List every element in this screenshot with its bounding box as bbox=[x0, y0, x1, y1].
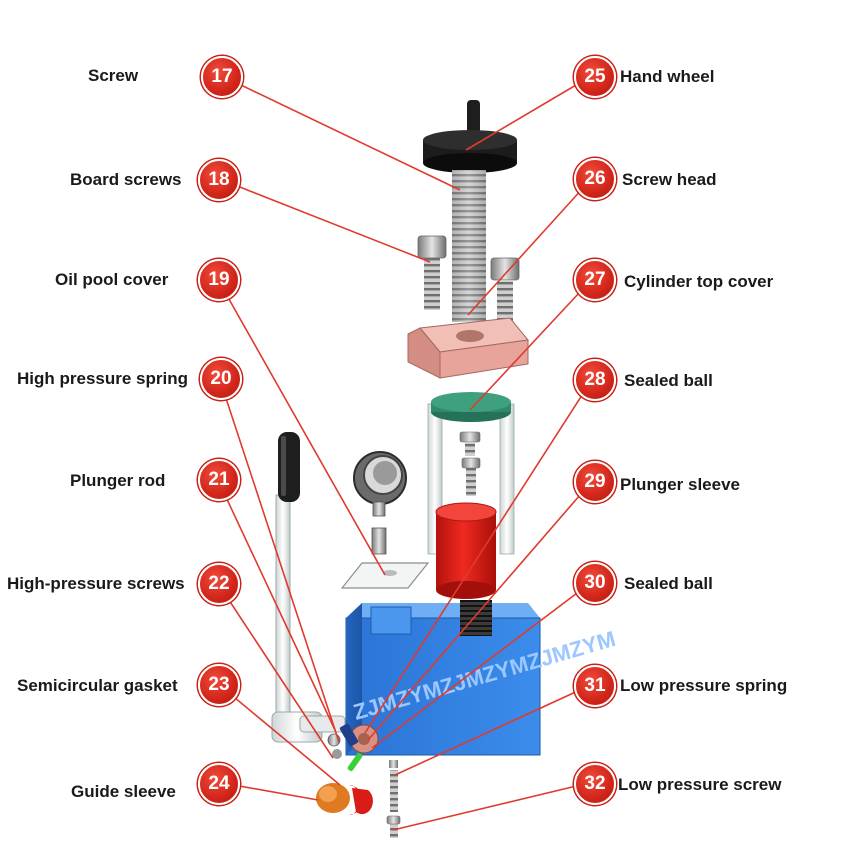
callout-label-sealed-ball-28: Sealed ball bbox=[624, 371, 713, 390]
callout-badge-22: 22 bbox=[198, 563, 240, 605]
leader-line-25 bbox=[465, 74, 594, 151]
leader-line-32 bbox=[392, 781, 594, 831]
callout-badge-31: 31 bbox=[574, 665, 616, 707]
callout-badge-30: 30 bbox=[574, 562, 616, 604]
leader-line-18 bbox=[216, 177, 431, 263]
callout-badge-32: 32 bbox=[574, 763, 616, 805]
leader-line-26 bbox=[467, 176, 594, 316]
callout-badge-27: 27 bbox=[574, 259, 616, 301]
callout-badge-29: 29 bbox=[574, 461, 616, 503]
guide-sleeve-part bbox=[316, 783, 373, 815]
callout-label-sealed-ball-30: Sealed ball bbox=[624, 574, 713, 593]
callout-badge-19: 19 bbox=[198, 259, 240, 301]
pump-illustration: ZJMZYMZJMZYMZJMZYM bbox=[271, 100, 618, 838]
handle-lever-part bbox=[271, 432, 346, 743]
callout-label-plunger-rod: Plunger rod bbox=[70, 471, 166, 490]
pressure-gauge-part bbox=[353, 451, 407, 555]
low-pressure-spring-part bbox=[389, 760, 398, 812]
leader-line-17 bbox=[219, 74, 461, 191]
main-screw-part bbox=[452, 170, 486, 322]
leader-line-30 bbox=[371, 580, 594, 749]
guide-columns-part bbox=[427, 403, 515, 555]
callout-label-hand-wheel: Hand wheel bbox=[620, 67, 715, 86]
leader-line-19 bbox=[216, 277, 386, 576]
callout-badge-20: 20 bbox=[200, 358, 242, 400]
callout-label-screw: Screw bbox=[88, 66, 139, 85]
small-parts-cluster bbox=[327, 723, 379, 772]
leader-line-21 bbox=[216, 477, 336, 731]
callout-label-cylinder-top-cover: Cylinder top cover bbox=[624, 272, 774, 291]
leader-line-22 bbox=[216, 581, 334, 759]
callout-label-high-pressure-screws: High-pressure screws bbox=[7, 574, 185, 593]
leader-line-28 bbox=[364, 377, 594, 734]
leader-line-29 bbox=[367, 479, 594, 741]
callout-badge-24: 24 bbox=[198, 763, 240, 805]
callout-badge-21: 21 bbox=[198, 459, 240, 501]
leader-line-27 bbox=[469, 277, 594, 411]
callout-badge-23: 23 bbox=[198, 664, 240, 706]
low-pressure-screw-part bbox=[386, 815, 401, 838]
red-cylinder-part bbox=[435, 502, 497, 599]
leader-line-20 bbox=[218, 376, 340, 743]
callout-label-screw-head: Screw head bbox=[622, 170, 717, 189]
callout-label-high-pressure-spring: High pressure spring bbox=[17, 369, 188, 388]
leader-line-31 bbox=[394, 683, 594, 776]
callout-badge-28: 28 bbox=[574, 359, 616, 401]
callout-label-board-screws: Board screws bbox=[70, 170, 182, 189]
screw-head-part bbox=[459, 431, 481, 496]
callout-label-semicircular-gasket: Semicircular gasket bbox=[17, 676, 178, 695]
callout-label-low-pressure-screw: Low pressure screw bbox=[618, 775, 782, 794]
callout-label-plunger-sleeve: Plunger sleeve bbox=[620, 475, 741, 494]
callout-label-oil-pool-cover: Oil pool cover bbox=[55, 270, 169, 289]
callout-badge-25: 25 bbox=[574, 56, 616, 98]
callout-badge-18: 18 bbox=[198, 159, 240, 201]
cylinder-top-cover-part bbox=[407, 317, 529, 379]
callout-badge-17: 17 bbox=[201, 56, 243, 98]
callout-label-low-pressure-spring: Low pressure spring bbox=[620, 676, 788, 695]
leader-lines bbox=[216, 74, 594, 831]
oil-pool-cover-part bbox=[340, 562, 430, 589]
seal-disk-part bbox=[431, 392, 511, 422]
callout-label-guide-sleeve: Guide sleeve bbox=[71, 782, 176, 801]
callout-badge-26: 26 bbox=[574, 158, 616, 200]
hand-wheel-part bbox=[423, 100, 517, 173]
leader-line-23 bbox=[216, 682, 341, 786]
